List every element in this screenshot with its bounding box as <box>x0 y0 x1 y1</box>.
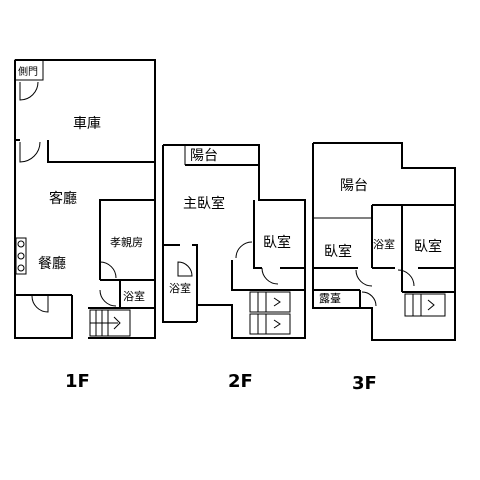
room-label-bedroom-left: 臥室 <box>324 243 352 260</box>
room-label-side-door: 側門 <box>18 65 38 78</box>
side-door-box <box>14 59 44 81</box>
door-arc <box>235 241 253 259</box>
wall <box>192 244 198 322</box>
wall <box>312 142 456 341</box>
room-label-bathroom: 浴室 <box>169 281 191 295</box>
door-arc <box>261 267 279 285</box>
wall <box>14 60 73 339</box>
wall <box>253 200 262 269</box>
staircase <box>249 291 291 313</box>
door-arc <box>361 291 377 307</box>
floor-1f-plan: 側門 車庫 客廳 餐廳 孝親房 浴室 1F <box>14 59 156 392</box>
room-label-living-room: 客廳 <box>49 190 77 207</box>
room-label-bathroom: 浴室 <box>123 289 145 303</box>
wall <box>231 260 305 291</box>
door-arc <box>31 295 49 313</box>
door-arc <box>177 261 193 277</box>
staircase <box>404 293 446 317</box>
room-label-balcony: 陽台 <box>340 178 368 194</box>
door-arc <box>397 269 415 287</box>
door-arc <box>99 261 117 279</box>
wall <box>88 305 156 339</box>
staircase <box>249 313 291 335</box>
room-label-master-bedroom: 主臥室 <box>183 195 225 212</box>
door-arc <box>99 289 117 307</box>
wall <box>15 59 156 305</box>
door-arc <box>19 141 41 163</box>
room-label-balcony: 陽台 <box>190 148 218 164</box>
room-label-terrace: 露臺 <box>319 291 341 305</box>
room-label-dining-room: 餐廳 <box>38 255 66 272</box>
door-arc <box>355 269 373 287</box>
floor-2f-plan: 陽台 主臥室 臥室 浴室 2F <box>162 144 306 392</box>
floor-label-3f: 3F <box>352 373 377 394</box>
room-label-bedroom-right: 臥室 <box>414 238 442 255</box>
room-label-elder-room: 孝親房 <box>110 236 143 249</box>
room-label-bedroom: 臥室 <box>263 234 291 251</box>
room-label-garage: 車庫 <box>73 115 101 132</box>
wall <box>162 145 197 323</box>
floor-label-1f: 1F <box>65 371 90 392</box>
floor-3f-plan: 陽台 臥室 浴室 臥室 露臺 3F <box>312 142 456 394</box>
wall <box>163 144 306 322</box>
door-arc <box>19 81 39 101</box>
room-label-bathroom: 浴室 <box>373 237 395 251</box>
wall <box>99 199 155 280</box>
stove-icon <box>15 237 27 275</box>
wall <box>47 140 155 163</box>
floor-label-2f: 2F <box>228 371 253 392</box>
